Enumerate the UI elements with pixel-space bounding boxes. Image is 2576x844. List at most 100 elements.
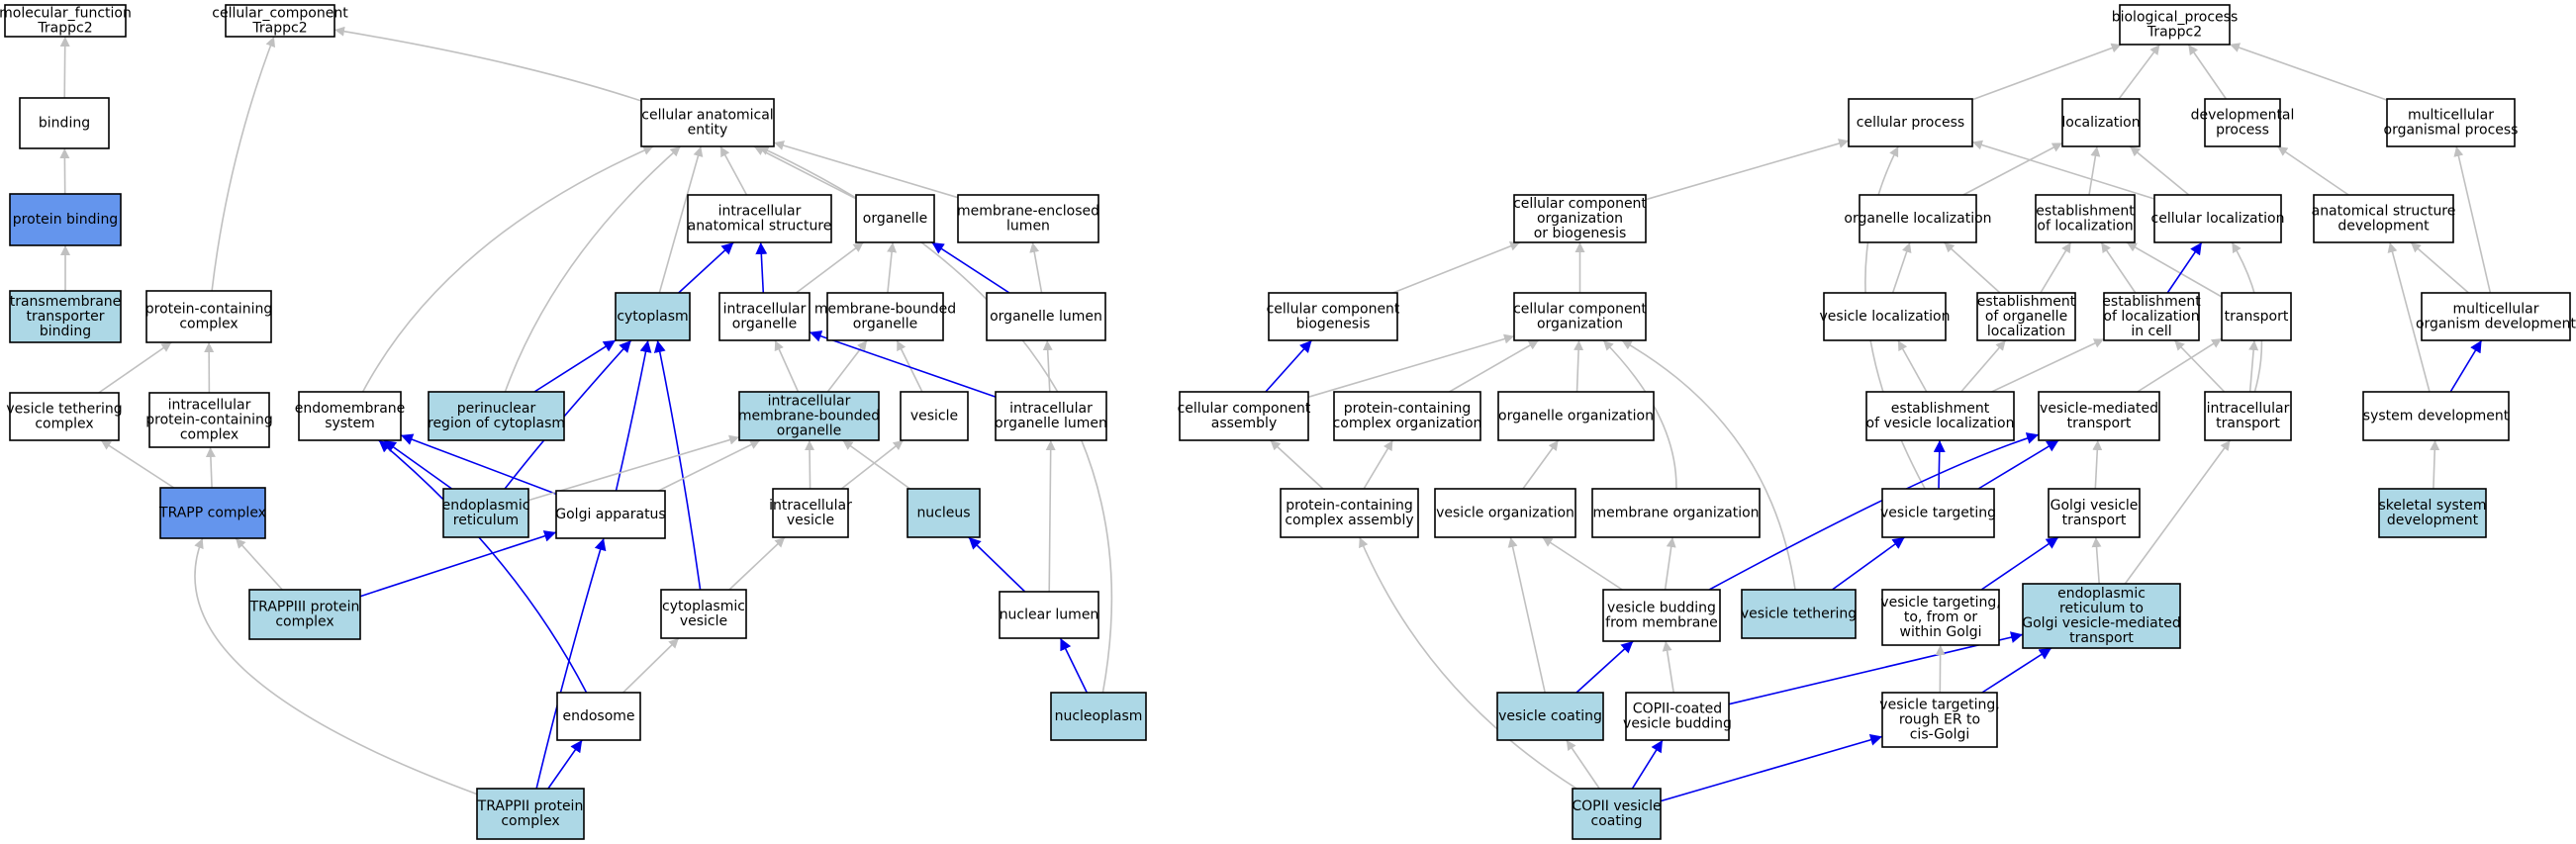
edge-estab_ves_loc-to-estab_org_loc [1960, 339, 2007, 393]
edge-dev_process-to-bp_root [2187, 44, 2228, 100]
node-label-line: within Golgi [1900, 624, 1982, 640]
node-label-line: complex [180, 427, 239, 443]
edge-cell_loc-to-localization [2129, 145, 2190, 196]
node-label-line: organelle [863, 211, 927, 227]
node-label-line: assembly [1211, 416, 1277, 431]
node-label-line: establishment [2102, 294, 2201, 310]
go-term-cell-process[interactable]: cellular process [1848, 98, 1973, 147]
node-label-line: Trappc2 [251, 21, 307, 37]
node-label-line: organelle localization [1844, 211, 1991, 227]
node-label-line: cytoplasmic [662, 599, 745, 614]
go-term-organelle[interactable]: organelle [855, 194, 935, 243]
go-term-organelle-loc[interactable]: organelle localization [1844, 194, 1992, 243]
go-term-localization[interactable]: localization [2061, 98, 2141, 147]
node-label-line: vesicle targeting [1880, 506, 1996, 521]
node-label-line: COPII-coated [1633, 702, 1722, 717]
go-term-nuclear-lumen[interactable]: nuclear lumen [999, 591, 1099, 639]
go-term-organelle-org[interactable]: organelle organization [1497, 391, 1655, 441]
node-box [1280, 488, 1419, 538]
edge-cc_assembly-to-cc_biogenesis [1265, 339, 1313, 393]
node-label-line: developmental [2191, 108, 2295, 124]
go-term-organelle-lumen[interactable]: organelle lumen [986, 292, 1106, 341]
go-term-trapp-complex[interactable]: TRAPP complex [158, 487, 266, 539]
go-term-ves-targeting[interactable]: vesicle targeting [1880, 488, 1996, 538]
go-term-binding[interactable]: binding [19, 97, 110, 149]
go-term-ves-coating[interactable]: vesicle coating [1496, 692, 1604, 741]
go-term-sys-dev[interactable]: system development [2362, 391, 2510, 441]
node-box [2378, 488, 2487, 538]
go-term-membrane-org[interactable]: membrane organization [1591, 488, 1761, 538]
go-term-nucleus[interactable]: nucleus [906, 488, 981, 538]
node-label-line: complex [35, 417, 93, 432]
node-label-line: cellular process [1857, 115, 1964, 131]
go-term-vesicle-org[interactable]: vesicle organization [1434, 488, 1576, 538]
node-label-line: organelle lumen [990, 309, 1102, 325]
edge-localization-to-bp_root [2118, 44, 2161, 100]
go-term-vesicle-loc[interactable]: vesicle localization [1820, 292, 1951, 341]
node-label-line: protein-containing [1286, 498, 1412, 514]
go-term-endosome[interactable]: endosome [556, 692, 641, 741]
node-box [995, 391, 1107, 441]
go-term-golgi[interactable]: Golgi apparatus [555, 490, 666, 539]
node-label-line: vesicle [787, 513, 834, 528]
go-term-nucleoplasm[interactable]: nucleoplasm [1050, 692, 1147, 741]
go-term-transport[interactable]: transport [2221, 292, 2292, 341]
node-label-line: membrane-enclosed [957, 204, 1099, 220]
go-term-protein-binding[interactable]: protein binding [9, 193, 122, 246]
go-term-ves-tethering[interactable]: vesicle tethering [1741, 589, 1857, 639]
go-term-cytoplasm[interactable]: cytoplasm [615, 292, 691, 341]
edge-organelle_org-to-cc_org [1574, 339, 1584, 393]
go-term-vesicle[interactable]: vesicle [900, 391, 969, 441]
go-term-cell-loc[interactable]: cellular localization [2151, 194, 2285, 243]
node-label-line: vesicle tethering [1741, 607, 1857, 622]
node-box [1050, 692, 1147, 741]
node-label-line: cellular component [1178, 401, 1311, 417]
node-label-line: cellular anatomical [641, 108, 773, 124]
